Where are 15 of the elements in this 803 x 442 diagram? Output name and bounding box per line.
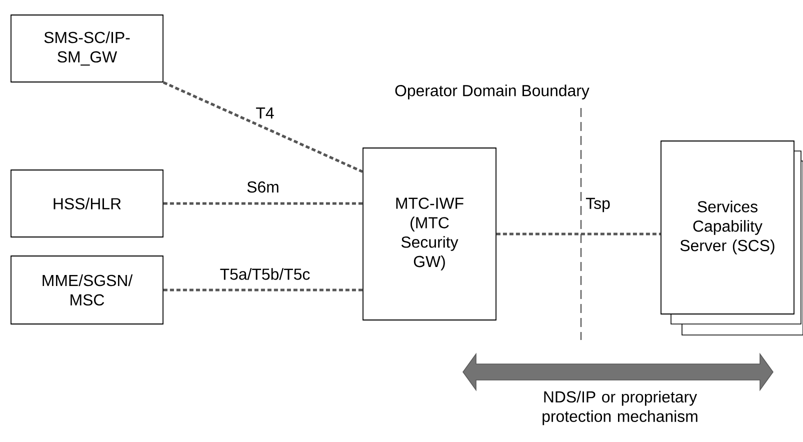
interface-label: Tsp (586, 198, 610, 212)
interface-line (163, 288, 363, 292)
network-element-box: HSS/HLR (10, 170, 164, 238)
interface-label: T4 (256, 108, 274, 118)
protection-label: NDS/IP or proprietary protection mechanism (542, 390, 698, 426)
network-element-box: MME/SGSN/ MSC (10, 256, 164, 324)
network-element-box: MTC-IWF (MTC Security GW) (362, 148, 496, 320)
interface-line (496, 232, 661, 236)
boundary-label: Operator Domain Boundary (395, 84, 590, 100)
interface-label: T5a/T5b/T5c (220, 268, 310, 280)
interface-line (163, 202, 363, 205)
interface-label: S6m (247, 181, 278, 193)
network-element-box: SMS-SC/IP-SM_GW (10, 14, 164, 82)
server-box: Services Capability Server (SCS) (660, 140, 794, 314)
interface-line (162, 81, 364, 173)
